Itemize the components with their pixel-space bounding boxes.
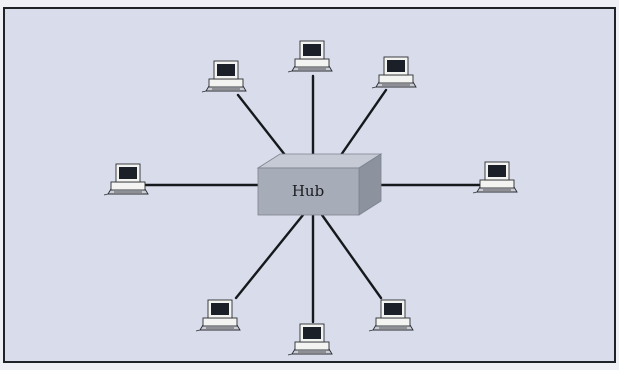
- computer-screen: [211, 303, 229, 315]
- desktop-computer-icon: [201, 60, 247, 93]
- computers-group: [103, 40, 518, 356]
- computer-cable: [368, 329, 374, 332]
- hub-label: Hub: [292, 182, 324, 200]
- computer-cable: [103, 193, 109, 196]
- computer-screen: [217, 64, 235, 76]
- desktop-computer-icon: [103, 163, 149, 196]
- desktop-computer-icon: [287, 40, 333, 73]
- hub-icon: Hub: [256, 153, 383, 216]
- computer-cable: [195, 329, 201, 332]
- desktop-computer-icon: [472, 161, 518, 194]
- computer-base: [110, 181, 146, 191]
- computer-base: [375, 317, 411, 327]
- computer-cable: [371, 86, 377, 89]
- hub-front-face: [257, 167, 360, 216]
- link-line-top-right: [339, 88, 388, 157]
- computer-base: [208, 78, 244, 88]
- computer-cable: [472, 191, 478, 194]
- computer-base: [378, 74, 414, 84]
- desktop-computer-icon: [371, 56, 417, 89]
- computer-cable: [201, 90, 207, 93]
- computer-screen: [488, 165, 506, 177]
- computer-screen: [384, 303, 402, 315]
- link-line-top-left: [236, 93, 287, 157]
- links-group: [143, 74, 482, 324]
- computer-base: [479, 179, 515, 189]
- computer-cable: [287, 353, 293, 356]
- link-line-bottom-left: [234, 213, 305, 300]
- computer-screen: [387, 60, 405, 72]
- desktop-computer-icon: [287, 323, 333, 356]
- link-line-bottom-right: [320, 213, 383, 300]
- computer-base: [294, 341, 330, 351]
- desktop-computer-icon: [368, 299, 414, 332]
- computer-screen: [119, 167, 137, 179]
- computer-screen: [303, 327, 321, 339]
- desktop-computer-icon: [195, 299, 241, 332]
- computer-screen: [303, 44, 321, 56]
- computer-base: [294, 58, 330, 68]
- computer-base: [202, 317, 238, 327]
- computer-cable: [287, 70, 293, 73]
